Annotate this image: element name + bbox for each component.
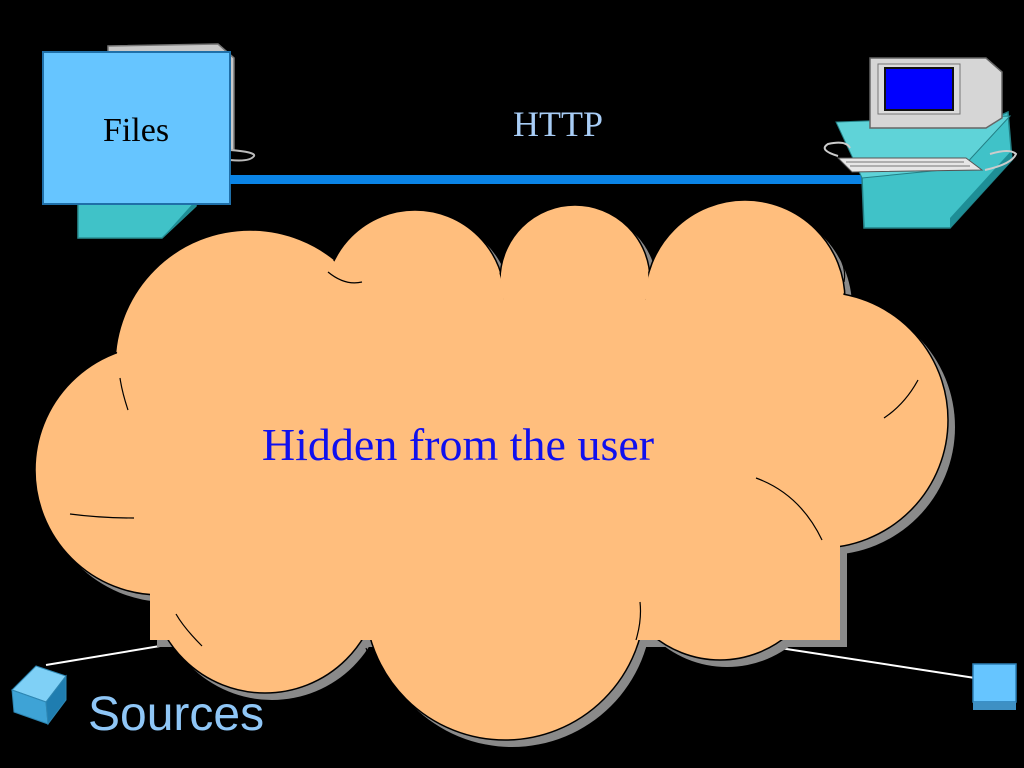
server-computer-icon <box>42 43 256 239</box>
left-source-cube-icon <box>11 665 67 726</box>
cloud-label: Hidden from the user <box>262 419 654 470</box>
files-label: Files <box>103 112 169 149</box>
left-source-link <box>45 643 173 666</box>
files-box <box>42 51 231 205</box>
sources-label: Sources <box>88 688 264 741</box>
protocol-label: HTTP <box>513 104 603 144</box>
right-source-link <box>779 647 976 679</box>
cloud-shape <box>34 199 955 747</box>
right-source-cube-icon <box>972 663 1017 710</box>
desktop-computer-icon <box>823 57 1018 229</box>
http-connection-line <box>230 175 870 184</box>
